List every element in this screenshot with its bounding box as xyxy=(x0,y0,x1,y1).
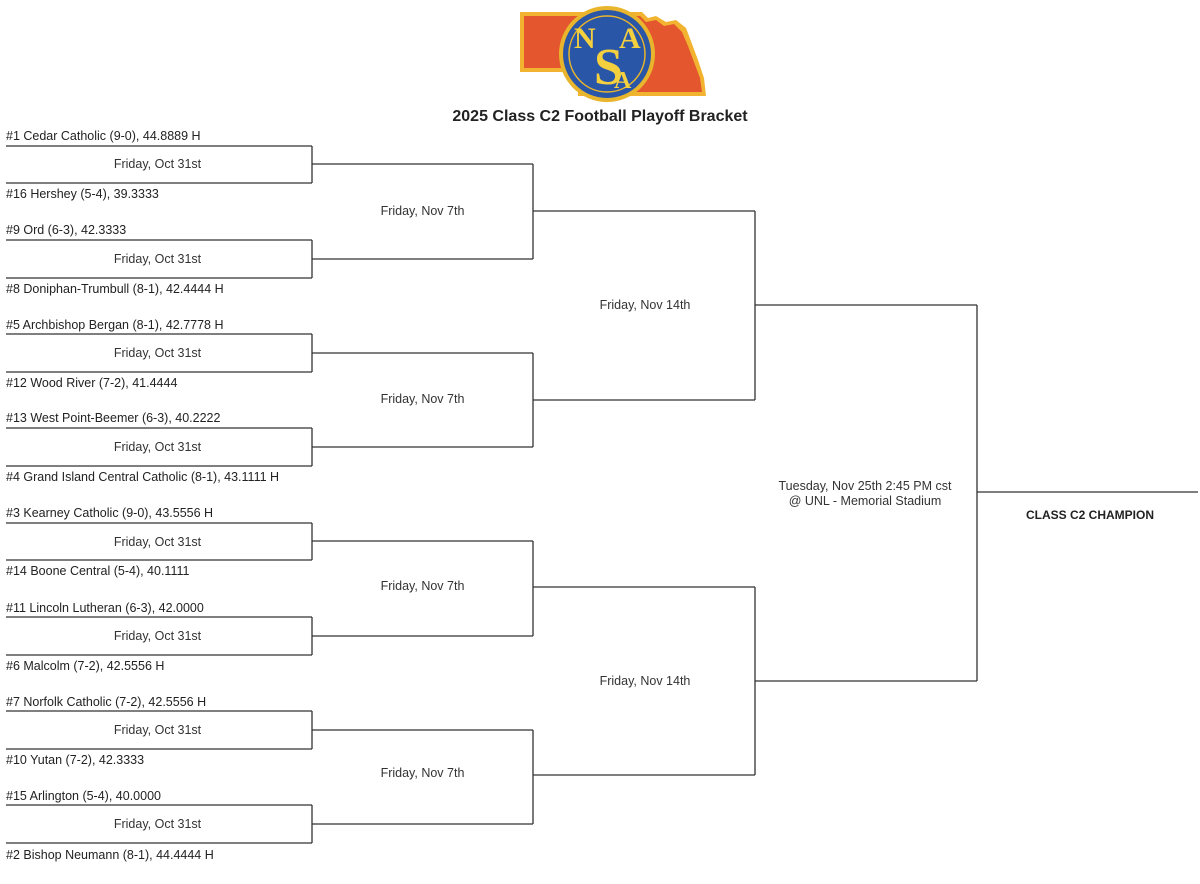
round1-game-date: Friday, Oct 31st xyxy=(113,817,202,831)
team-seed-15: #15 Arlington (5-4), 40.0000 xyxy=(6,789,161,803)
team-seed-11: #11 Lincoln Lutheran (6-3), 42.0000 xyxy=(6,601,204,615)
logo-letter-a1: A xyxy=(619,22,641,55)
champion-label: CLASS C2 CHAMPION xyxy=(1025,508,1154,522)
round3-lines xyxy=(533,210,756,776)
team-seed-10: #10 Yutan (7-2), 42.3333 xyxy=(6,753,145,767)
team-seed-13: #13 West Point-Beemer (6-3), 40.2222 xyxy=(6,411,221,425)
team-seed-8: #8 Doniphan-Trumbull (8-1), 42.4444 H xyxy=(6,282,224,296)
team-seed-5: #5 Archbishop Bergan (8-1), 42.7778 H xyxy=(6,318,224,332)
round2-game-date: Friday, Nov 7th xyxy=(380,579,465,593)
round2-game-date: Friday, Nov 7th xyxy=(380,392,465,406)
final-venue-line: @ UNL - Memorial Stadium xyxy=(788,494,942,508)
seal-inner xyxy=(563,10,651,98)
team-seed-2: #2 Bishop Neumann (8-1), 44.4444 H xyxy=(6,848,214,862)
nsaa-logo: N S A A xyxy=(520,6,706,102)
final-game-date: Tuesday, Nov 25th 2:45 PM cst @ UNL - Me… xyxy=(760,479,970,509)
round1-game-date: Friday, Oct 31st xyxy=(113,346,202,360)
logo-letter-n: N xyxy=(574,22,596,55)
round1-lines xyxy=(6,145,313,844)
round3-game-date: Friday, Nov 14th xyxy=(599,298,691,312)
team-seed-6: #6 Malcolm (7-2), 42.5556 H xyxy=(6,659,165,673)
round1-game-date: Friday, Oct 31st xyxy=(113,252,202,266)
seal-ring xyxy=(568,15,646,93)
team-seed-1: #1 Cedar Catholic (9-0), 44.8889 H xyxy=(6,129,201,143)
round1-game-date: Friday, Oct 31st xyxy=(113,629,202,643)
final-lines xyxy=(755,304,1198,682)
round2-game-date: Friday, Nov 7th xyxy=(380,766,465,780)
round3-game-date: Friday, Nov 14th xyxy=(599,674,691,688)
round1-game-date: Friday, Oct 31st xyxy=(113,440,202,454)
logo-letter-a2: A xyxy=(614,68,632,94)
team-seed-7: #7 Norfolk Catholic (7-2), 42.5556 H xyxy=(6,695,207,709)
round1-game-date: Friday, Oct 31st xyxy=(113,535,202,549)
team-seed-9: #9 Ord (6-3), 42.3333 xyxy=(6,223,127,237)
page-title: 2025 Class C2 Football Playoff Bracket xyxy=(452,108,748,125)
team-seed-4: #4 Grand Island Central Catholic (8-1), … xyxy=(6,470,280,484)
round2-lines xyxy=(312,163,534,825)
round2-game-date: Friday, Nov 7th xyxy=(380,204,465,218)
round1-game-date: Friday, Oct 31st xyxy=(113,157,202,171)
team-seed-12: #12 Wood River (7-2), 41.4444 xyxy=(6,376,178,390)
team-seed-3: #3 Kearney Catholic (9-0), 43.5556 H xyxy=(6,506,214,520)
logo-letter-s: S xyxy=(594,39,623,96)
team-seed-16: #16 Hershey (5-4), 39.3333 xyxy=(6,187,159,201)
round1-game-date: Friday, Oct 31st xyxy=(113,723,202,737)
team-seed-14: #14 Boone Central (5-4), 40.1111 xyxy=(6,564,190,578)
final-date-line: Tuesday, Nov 25th 2:45 PM cst xyxy=(778,479,952,493)
